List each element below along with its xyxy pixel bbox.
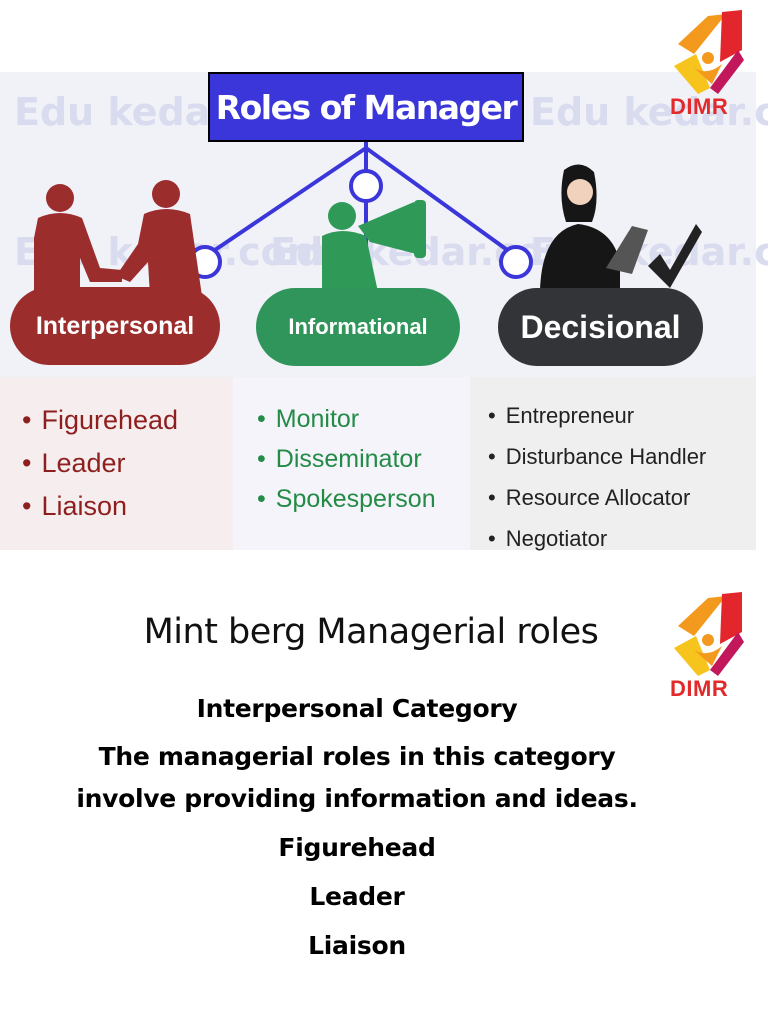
- bullet: •: [257, 405, 266, 433]
- role-label: Monitor: [275, 405, 360, 433]
- bullet: •: [257, 485, 266, 513]
- category-label: Interpersonal: [35, 311, 195, 340]
- role-label: Resource Allocator: [505, 485, 691, 510]
- role-label: Negotiator: [505, 526, 608, 551]
- bullet: •: [488, 403, 496, 428]
- list-item: • Spokesperson: [257, 479, 470, 519]
- bullet: •: [257, 445, 266, 473]
- role-label: Figurehead: [41, 405, 179, 435]
- dimr-logo-mark-icon: [674, 592, 744, 676]
- list-item: • Negotiator: [488, 518, 756, 559]
- page-heading: Mint berg Managerial roles: [143, 612, 599, 652]
- role-label: Liaison: [41, 491, 128, 521]
- checkmark-icon: [648, 224, 702, 288]
- informational-roles-panel: • Monitor • Disseminator • Spokesperson: [233, 377, 470, 550]
- diagram-title-box: Roles of Manager: [208, 72, 524, 142]
- interpersonal-roles-list: • Figurehead • Leader • Liaison: [22, 399, 233, 528]
- role-label: Spokesperson: [275, 485, 436, 513]
- bullet: •: [22, 405, 32, 435]
- role-label: Entrepreneur: [505, 403, 635, 428]
- list-item: • Disseminator: [257, 439, 470, 479]
- category-pill-informational: Informational: [256, 288, 460, 366]
- category-pill-interpersonal: Interpersonal: [10, 287, 220, 365]
- dimr-logo-mark-icon: [674, 10, 744, 94]
- description-line-2: involve providing information and ideas.: [76, 784, 638, 813]
- informational-roles-list: • Monitor • Disseminator • Spokesperson: [257, 399, 470, 519]
- watermark: Edu kedar.com: [530, 90, 768, 134]
- bullet: •: [488, 485, 496, 510]
- dimr-logo: DIMR: [668, 592, 750, 702]
- dimr-logo-text: DIMR: [670, 94, 729, 119]
- role-item: Liaison: [308, 931, 406, 960]
- list-item: • Resource Allocator: [488, 477, 756, 518]
- connector-node: [349, 169, 383, 203]
- bullet: •: [22, 448, 32, 478]
- role-label: Disturbance Handler: [505, 444, 707, 469]
- role-item: Figurehead: [278, 833, 436, 862]
- diagram-title: Roles of Manager: [215, 87, 518, 127]
- description-line-1: The managerial roles in this category: [98, 742, 616, 771]
- businesswoman-laptop-icon: [540, 164, 702, 290]
- list-item: • Liaison: [22, 485, 233, 528]
- role-label: Disseminator: [275, 445, 422, 473]
- list-item: • Figurehead: [22, 399, 233, 442]
- list-item: • Monitor: [257, 399, 470, 439]
- category-label: Decisional: [520, 308, 681, 345]
- handshake-icon: [34, 180, 202, 296]
- role-item: Leader: [309, 882, 405, 911]
- decisional-roles-list: • Entrepreneur • Disturbance Handler • Reso…: [488, 395, 756, 559]
- list-item: • Entrepreneur: [488, 395, 756, 436]
- category-label: Informational: [288, 314, 428, 339]
- dimr-logo: DIMR: [668, 10, 750, 120]
- megaphone-icon: [322, 200, 426, 292]
- decisional-roles-panel: • Entrepreneur • Disturbance Handler • Reso…: [470, 377, 756, 551]
- list-item: • Disturbance Handler: [488, 436, 756, 477]
- bullet: •: [22, 491, 32, 521]
- category-subheading: Interpersonal Category: [196, 694, 518, 723]
- connector-node: [499, 245, 533, 279]
- dimr-logo-text: DIMR: [670, 676, 729, 701]
- list-item: • Leader: [22, 442, 233, 485]
- interpersonal-roles-panel: • Figurehead • Leader • Liaison: [0, 377, 233, 550]
- category-pill-decisional: Decisional: [498, 288, 703, 366]
- role-label: Leader: [41, 448, 126, 478]
- bullet: •: [488, 526, 496, 551]
- bullet: •: [488, 444, 496, 469]
